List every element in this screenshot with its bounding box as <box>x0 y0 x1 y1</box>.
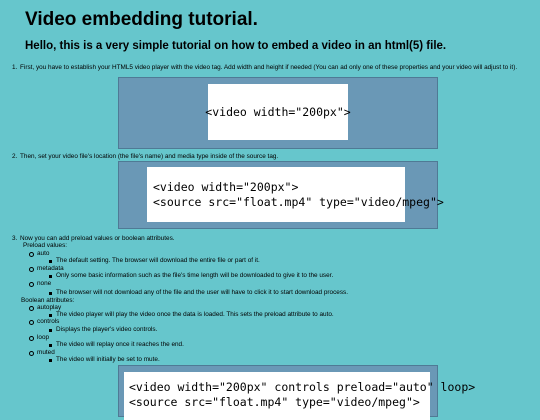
step-text: First, you have to establish your HTML5 … <box>20 64 518 71</box>
code-example-1: <video width="200px"> <box>118 77 438 149</box>
code-example-3: <video width="200px" controls preload="a… <box>118 365 476 420</box>
boolean-item-muted: muted <box>29 349 55 356</box>
code-line: <video width="200px"> <box>153 179 299 194</box>
preload-item-none: none <box>28 280 52 287</box>
preload-desc-none: The browser will not download any of the… <box>49 289 348 296</box>
step-text: Now you can add preload values or boolea… <box>20 235 175 242</box>
preload-heading: Preload values: <box>23 242 68 249</box>
preload-item-auto: auto <box>28 250 50 257</box>
boolean-heading: Boolean attributes: <box>21 297 75 304</box>
step-2: 2. Then, set your video file's location … <box>12 153 534 161</box>
code-snippet: <video width="200px"> <source src="float… <box>147 167 444 222</box>
boolean-desc-loop: The video will replay once it reaches th… <box>49 341 184 348</box>
preload-desc-metadata: Only some basic information such as the … <box>48 272 334 279</box>
page-title: Video embedding tutorial. <box>25 9 258 30</box>
code-line: <source src="float.mp4" type="video/mpeg… <box>153 194 444 209</box>
code-snippet: <video width="200px" controls preload="a… <box>124 372 476 420</box>
step-1: 1. First, you have to establish your HTM… <box>12 64 534 72</box>
boolean-item-autoplay: autoplay <box>28 304 62 311</box>
code-line: <video width="200px" controls preload="a… <box>129 380 476 394</box>
boolean-desc-controls: Displays the player's video controls. <box>48 326 158 333</box>
page-subtitle: Hello, this is a very simple tutorial on… <box>25 40 447 52</box>
code-line: <video width="200px"> <box>205 104 351 119</box>
boolean-item-controls: controls <box>28 318 60 325</box>
step-number: 3. <box>12 235 18 242</box>
boolean-item-loop: loop <box>28 334 50 341</box>
step-number: 2. <box>12 153 18 160</box>
code-example-2: <video width="200px"> <source src="float… <box>118 161 444 229</box>
code-line: <source src="float.mp4" type="video/mpeg… <box>129 395 420 409</box>
preload-desc-auto: The default setting. The browser will do… <box>49 257 260 264</box>
boolean-desc-muted: The video will initially be set to mute. <box>49 356 160 363</box>
code-snippet: <video width="200px"> <box>205 84 351 140</box>
step-text: Then, set your video file's location (th… <box>20 153 279 160</box>
step-3: 3. Now you can add preload values or boo… <box>12 235 534 243</box>
step-number: 1. <box>12 64 18 71</box>
boolean-desc-autoplay: The video player will play the video onc… <box>49 311 334 318</box>
preload-item-metadata: metadata <box>29 265 64 272</box>
